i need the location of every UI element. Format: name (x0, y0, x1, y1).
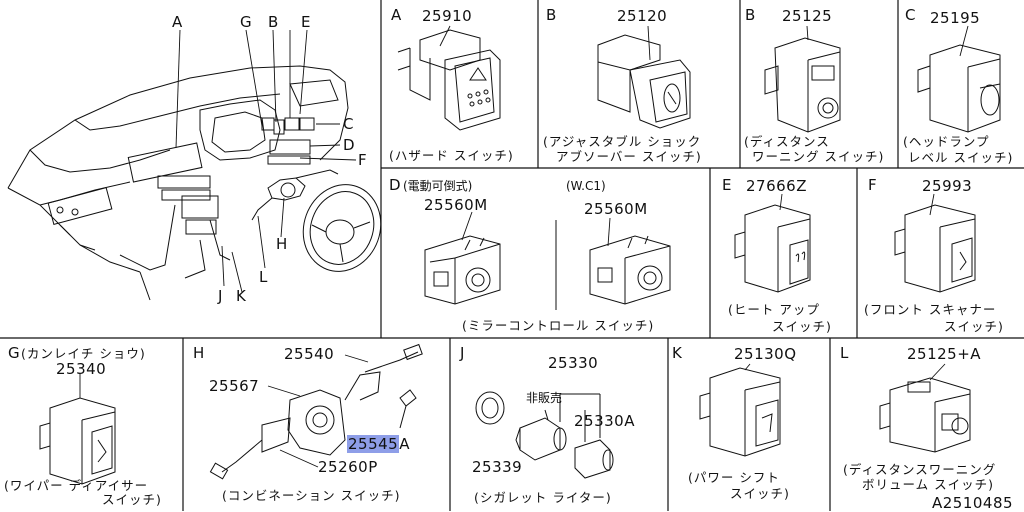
cell-letter: A (391, 6, 402, 24)
caption-line-1: (ディスタンスワーニング (843, 462, 997, 477)
part-number[interactable]: 25120 (617, 7, 668, 25)
caption-line-2: ワーニング スイッチ) (752, 149, 885, 164)
headlamp-level-switch-drawing (917, 44, 1001, 133)
caption-line-1: (ディスタンス (744, 134, 830, 149)
highlight: 25545 (347, 435, 400, 453)
part-number[interactable]: 25125 (782, 7, 833, 25)
part-number-25339[interactable]: 25339 (472, 458, 523, 476)
part-number[interactable]: 25560M (584, 200, 648, 218)
variant-label: (W.C1) (566, 179, 606, 193)
caption-line-1: (パワー シフト (688, 470, 780, 485)
part-number-25330a[interactable]: 25330A (574, 412, 635, 430)
part-number-25540[interactable]: 25540 (284, 345, 335, 363)
cell-letter: L (840, 344, 849, 362)
wiper-deicer-switch-drawing (39, 397, 116, 485)
heat-up-switch-drawing (734, 204, 811, 293)
mirror-control-switch-1-drawing (424, 235, 501, 305)
diagram-code: A2510485 (932, 494, 1014, 512)
caption-line-2: スイッチ) (102, 492, 162, 507)
caption-line-2: アブソーバー スイッチ) (556, 149, 702, 164)
not-for-sale-label: 非販売 (526, 391, 563, 405)
cell-letter: D (389, 176, 401, 194)
part-number[interactable]: 25993 (922, 177, 973, 195)
variant-label: (電動可倒式) (403, 179, 473, 193)
distance-warning-switch-drawing (764, 37, 841, 133)
part-number[interactable]: 25560M (424, 196, 488, 214)
region-label: (カンレイチ ショウ) (21, 346, 146, 361)
callout-letter-h: H (276, 235, 288, 253)
callout-letter-c: C (343, 115, 354, 133)
part-number[interactable]: 27666Z (746, 177, 807, 195)
callout-letter-j: J (218, 287, 223, 305)
cell-letter: K (672, 344, 682, 362)
part-number[interactable]: 25125+A (907, 345, 982, 363)
part-number-25330[interactable]: 25330 (548, 354, 599, 372)
part-number[interactable]: 25130Q (734, 345, 797, 363)
callout-letter-k: K (236, 287, 246, 305)
caption-line-1: (ワイパー ディアイサー (4, 478, 149, 493)
caption-line-1: (フロント スキャナー (864, 302, 997, 317)
caption-line-1: (アジャスタブル ショック (543, 134, 702, 149)
callout-letter-d: D (343, 136, 355, 154)
front-scanner-switch-drawing (894, 204, 976, 293)
caption: (ミラーコントロール スイッチ) (462, 318, 655, 333)
cell-letter: B (546, 6, 557, 24)
cigarette-lighter-drawing (475, 391, 614, 479)
dashboard-illustration (7, 65, 382, 301)
cell-letter: H (193, 344, 205, 362)
power-shift-switch-drawing (699, 367, 781, 457)
caption-line-2: スイッチ) (944, 319, 1004, 334)
adjustable-shock-switch-drawing (597, 34, 691, 129)
caption-line-2: スイッチ) (730, 486, 790, 501)
callout-letter-l: L (259, 268, 268, 286)
part-number[interactable]: 25340 (56, 360, 107, 378)
cell-letter: J (460, 344, 465, 362)
callout-letter-f: F (358, 151, 367, 169)
caption-line-2: スイッチ) (772, 319, 832, 334)
mirror-control-switch-2-drawing (589, 235, 671, 305)
part-number[interactable]: 25910 (422, 7, 473, 25)
part-number-25545a[interactable]: 25545A (347, 435, 410, 453)
caption-line-2: レベル スイッチ) (908, 150, 1014, 165)
callout-letter-a: A (172, 13, 183, 31)
cell-letter: E (722, 176, 732, 194)
part-number[interactable]: 25195 (930, 9, 981, 27)
caption-line-1: (ヒート アップ (728, 302, 820, 317)
callout-letter-b: B (268, 13, 279, 31)
cell-letter: F (868, 176, 877, 194)
cell-letter: C (905, 6, 916, 24)
caption-line-1: (ヘッドランプ (903, 134, 990, 149)
distance-warning-volume-switch-drawing (879, 377, 971, 453)
cell-letter: B (745, 6, 756, 24)
part-number-25260p[interactable]: 25260P (318, 458, 378, 476)
callout-letter-e: E (301, 13, 311, 31)
part-number-25567[interactable]: 25567 (209, 377, 260, 395)
caption-line-2: ボリューム スイッチ) (862, 477, 994, 492)
caption: (シガレット ライター) (474, 490, 612, 505)
caption: (コンビネーション スイッチ) (222, 488, 401, 503)
callout-letter-g: G (240, 13, 252, 31)
cell-letter: G (8, 344, 20, 362)
hazard-switch-drawing (397, 29, 501, 131)
combination-switch-drawing (209, 343, 423, 480)
caption: (ハザード スイッチ) (389, 148, 514, 163)
